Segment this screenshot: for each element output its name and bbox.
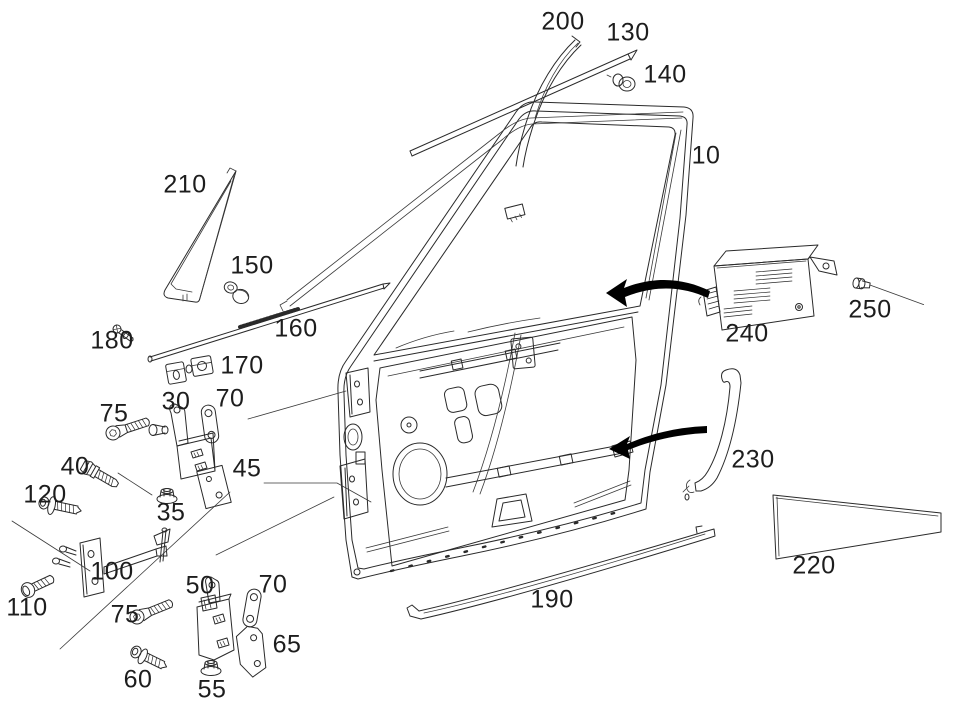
push-clip-150 — [223, 281, 250, 304]
part-label-10: 10 — [691, 141, 721, 170]
part-label-200: 200 — [541, 7, 585, 36]
part-label-35: 35 — [156, 498, 186, 527]
bolt-60 — [130, 645, 168, 670]
guide-clips-170 — [165, 355, 214, 385]
gasket-70-upper — [200, 404, 220, 444]
part-label-70: 70 — [258, 570, 288, 599]
part-label-50: 50 — [185, 571, 215, 600]
rod-160 — [147, 282, 391, 363]
hinge-50 — [196, 576, 235, 661]
flange-nut-55 — [200, 660, 222, 676]
shim-plate-45 — [196, 464, 232, 510]
part-label-240: 240 — [725, 319, 769, 348]
bolt-120 — [38, 496, 82, 515]
part-label-190: 190 — [530, 585, 574, 614]
sound-deadener-sheet-220 — [772, 494, 942, 560]
part-label-120: 120 — [23, 480, 67, 509]
part-label-110: 110 — [6, 593, 48, 622]
screw-110 — [20, 574, 55, 598]
part-label-100: 100 — [90, 557, 134, 586]
part-label-170: 170 — [220, 351, 264, 380]
part-label-220: 220 — [792, 551, 836, 580]
mirror-triangle-210 — [163, 167, 237, 303]
part-label-75: 75 — [110, 600, 140, 629]
part-label-60: 60 — [123, 665, 153, 694]
part-label-45: 45 — [232, 454, 262, 483]
grommet-clip-140 — [606, 73, 636, 92]
part-label-210: 210 — [163, 170, 207, 199]
screw-75-upper — [105, 417, 150, 441]
door-check-strap-100 — [52, 527, 171, 598]
part-label-55: 55 — [197, 675, 227, 704]
part-label-180: 180 — [90, 326, 134, 355]
leader-lines — [11, 390, 372, 650]
control-module-240 — [698, 244, 838, 331]
rivet-pin-250 — [852, 277, 925, 306]
molding-strip-130 — [409, 49, 638, 157]
screw-75-lower — [129, 599, 174, 625]
arrow-from-240 — [606, 279, 710, 307]
door-inner-panel — [339, 316, 637, 573]
part-label-140: 140 — [643, 60, 687, 89]
seal-tube-230 — [682, 368, 742, 501]
pointer-arrows — [606, 279, 710, 459]
part-label-75: 75 — [99, 399, 129, 428]
part-label-130: 130 — [606, 18, 650, 47]
part-label-40: 40 — [60, 452, 90, 481]
shim-plate-65 — [235, 625, 267, 678]
part-label-70: 70 — [215, 384, 245, 413]
part-label-160: 160 — [274, 314, 318, 343]
flange-nut-35 — [156, 488, 178, 504]
arrow-from-230 — [609, 426, 707, 459]
rivet-screw-180 — [112, 324, 134, 342]
part-label-150: 150 — [230, 251, 274, 280]
part-label-230: 230 — [731, 445, 775, 474]
bolt-40 — [79, 460, 119, 488]
part-label-30: 30 — [161, 387, 191, 416]
part-label-250: 250 — [848, 295, 892, 324]
hinge-30 — [148, 403, 216, 480]
part-label-65: 65 — [272, 630, 302, 659]
pillar-trim-200 — [515, 35, 582, 168]
door-shell — [279, 101, 694, 580]
lower-molding-190 — [406, 525, 716, 620]
